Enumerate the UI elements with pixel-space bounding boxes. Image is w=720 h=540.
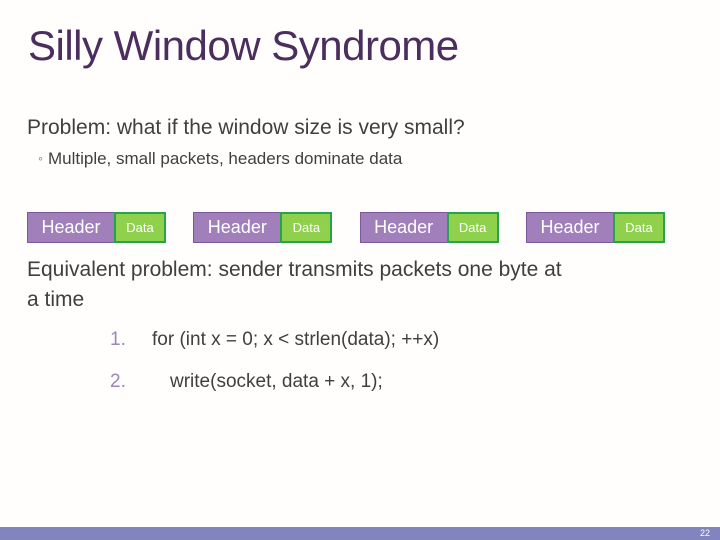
packet-data-box: Data (280, 212, 333, 243)
equivalent-problem-heading: Equivalent problem: sender transmits pac… (27, 258, 562, 311)
footer-bar: 22 (0, 527, 720, 540)
packet-header-box: Header (525, 212, 614, 243)
problem-bullet: ◦Multiple, small packets, headers domina… (38, 149, 402, 169)
code-line: for (int x = 0; x < strlen(data); ++x) (152, 329, 440, 350)
list-number: 1. (110, 329, 126, 350)
packet-data-box: Data (114, 212, 166, 243)
packet-data-box: Data (612, 212, 665, 243)
packet-2: Header Data (359, 212, 499, 243)
packet-1: Header Data (193, 212, 333, 243)
packet-header-box: Header (193, 212, 282, 243)
problem-bullet-text: Multiple, small packets, headers dominat… (47, 149, 403, 168)
packet-0: Header Data (27, 212, 166, 243)
packet-header-box: Header (359, 212, 448, 243)
code-list-item: 1. for (int x = 0; x < strlen(data); ++x) (110, 329, 439, 351)
bullet-circle-icon: ◦ (38, 150, 43, 166)
problem-heading: Problem: what if the window size is very… (27, 116, 465, 139)
slide-title: Silly Window Syndrome (28, 22, 459, 69)
page-number: 22 (699, 528, 710, 538)
code-list-item: 2. write(socket, data + x, 1); (110, 371, 383, 393)
packet-3: Header Data (525, 212, 665, 243)
packet-data-box: Data (446, 212, 499, 243)
code-line: write(socket, data + x, 1); (170, 371, 383, 392)
packet-header-box: Header (27, 212, 115, 243)
list-number: 2. (110, 371, 126, 392)
packet-diagram-row: Header Data Header Data Header Data Head… (27, 212, 665, 243)
